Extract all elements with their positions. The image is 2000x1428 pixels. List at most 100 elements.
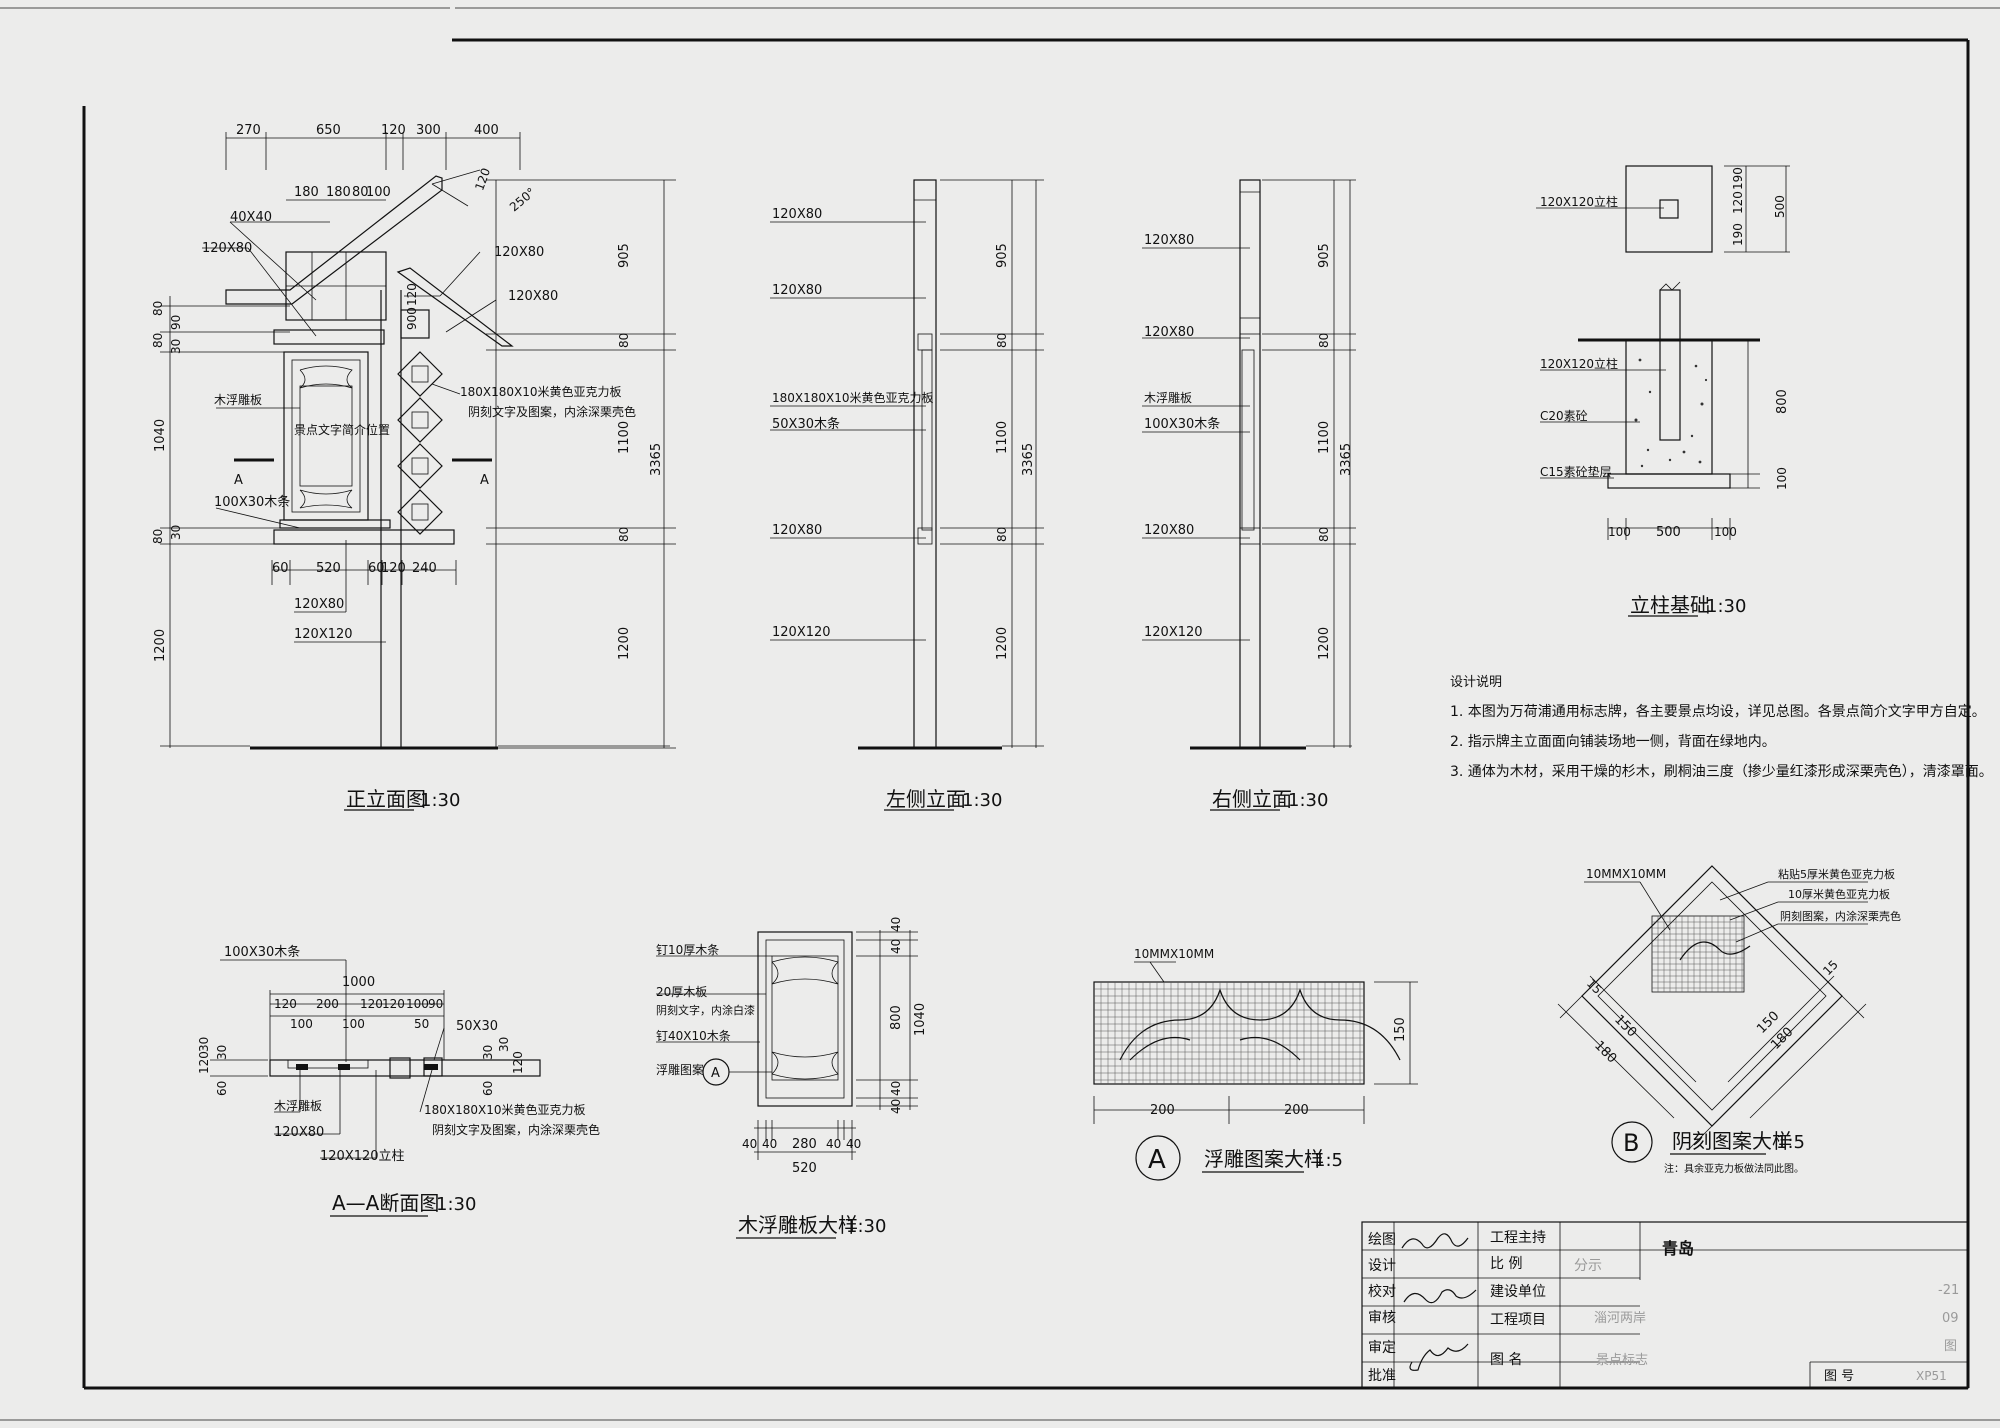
right-dim: 1100	[1317, 421, 1332, 454]
section-aa-dim: 30	[481, 1045, 495, 1060]
foundation-dim: 120	[1731, 191, 1745, 214]
front-label: 120X80	[294, 597, 344, 612]
front-elevation-scale: 1:30	[420, 790, 460, 811]
front-dim-right: 3365	[649, 443, 664, 476]
wood-panel-label: 阴刻文字，内涂白漆	[656, 1003, 755, 1017]
right-label: 120X80	[1144, 523, 1194, 538]
engrave-grid	[1652, 916, 1744, 992]
section-aa-label: 阴刻文字及图案，内涂深栗壳色	[432, 1122, 600, 1137]
front-dim-top2: 80	[352, 185, 369, 200]
section-aa-dim: 90	[428, 997, 443, 1011]
left-label: 120X80	[772, 523, 822, 538]
section-aa-dim: 120	[382, 997, 405, 1011]
front-dim-misc: 120	[405, 283, 419, 306]
section-aa-label: 100X30木条	[224, 944, 300, 960]
section-mark: A	[480, 473, 489, 488]
right-label: 120X80	[1144, 233, 1194, 248]
section-aa-label: 120X120立柱	[320, 1149, 405, 1164]
right-elevation-title: 右侧立面	[1212, 787, 1292, 811]
front-dim-right: 1100	[617, 421, 632, 454]
left-elevation-scale: 1:30	[962, 790, 1002, 811]
section-aa-dim: 120	[511, 1051, 525, 1074]
wood-panel-dim: 800	[889, 1005, 904, 1030]
title-block-left-label: 审定	[1368, 1340, 1396, 1356]
section-aa-scale: 1:30	[436, 1194, 476, 1215]
wood-panel-callout: A	[711, 1066, 720, 1081]
design-note-item: 3. 通体为木材，采用干燥的杉木，刷桐油三度（掺少量红漆形成深栗壳色），清漆罩面…	[1450, 763, 1993, 780]
title-block-mid-label: 工程项目	[1490, 1312, 1546, 1328]
wood-panel-dim: 40	[889, 1099, 903, 1114]
engrave-label: 10厚米黄色亚克力板	[1788, 887, 1890, 901]
section-aa-dim: 30	[497, 1037, 511, 1052]
wood-panel-label: 20厚木板	[656, 985, 707, 999]
foundation-label: 120X120立柱	[1540, 356, 1618, 371]
front-dim-left: 90	[169, 315, 183, 330]
title-block-mid-label: 工程主持	[1490, 1230, 1546, 1246]
front-elevation-title: 正立面图	[346, 787, 426, 811]
right-elevation-scale: 1:30	[1288, 790, 1328, 811]
foundation-label: C20素砼	[1540, 409, 1588, 423]
left-label: 120X80	[772, 283, 822, 298]
relief-grid-label: 10MMX10MM	[1134, 947, 1214, 961]
front-dim-left: 1200	[153, 629, 168, 662]
wood-panel-dim: 1040	[913, 1003, 928, 1036]
left-dim: 3365	[1021, 443, 1036, 476]
left-label: 180X180X10米黄色亚克力板	[772, 391, 934, 405]
section-aa-dim: 100	[406, 997, 429, 1011]
section-aa: 100X30木条 50X30 木浮雕板 120X80 120X120立柱 180…	[197, 944, 600, 1217]
front-dim-left: 80	[151, 301, 165, 316]
front-label: 40X40	[230, 210, 272, 225]
front-elevation: 270 650 120 300 400 180 180 80 100 120 2…	[151, 123, 676, 811]
section-aa-label: 50X30	[456, 1019, 498, 1034]
section-aa-dim: 60	[481, 1081, 495, 1096]
foundation-dim: 500	[1773, 195, 1787, 218]
left-dim: 80	[995, 527, 1009, 542]
front-label: 景点文字简介位置	[294, 422, 390, 437]
front-dim-bottom: 520	[316, 561, 341, 576]
section-aa-label: 120X80	[274, 1125, 324, 1140]
section-aa-title: A—A断面图	[332, 1191, 439, 1215]
signature	[1401, 1233, 1469, 1249]
title-block-left-label: 设计	[1368, 1258, 1396, 1274]
section-mark: A	[234, 473, 243, 488]
wood-panel-dim: 40	[846, 1137, 861, 1151]
right-dim: 905	[1317, 243, 1332, 268]
front-dim-top2: 180	[326, 185, 351, 200]
front-label: 120X80	[508, 289, 558, 304]
front-dim-left: 80	[151, 529, 165, 544]
engrave-label: 粘贴5厚米黄色亚克力板	[1778, 867, 1895, 881]
concrete-hatch	[1634, 358, 1708, 468]
section-aa-dim: 200	[316, 997, 339, 1011]
wood-panel-dim: 280	[792, 1137, 817, 1152]
front-dim-left: 1040	[153, 419, 168, 452]
left-dim: 80	[995, 333, 1009, 348]
title-block-drawing-no: XP51	[1916, 1369, 1947, 1383]
front-dim-top: 400	[474, 123, 499, 138]
title-block: 绘图 设计 校对 审核 审定 批准 工程主持 比 例 建设单位 工程项目 图 名…	[1361, 1221, 1969, 1389]
left-label: 50X30木条	[772, 416, 840, 432]
title-block-left-label: 批准	[1368, 1368, 1396, 1384]
wood-panel-label: 浮雕图案	[656, 1062, 704, 1077]
section-aa-dim: 1000	[342, 975, 375, 990]
wood-panel-dim: 40	[762, 1137, 777, 1151]
title-block-company: 青岛	[1662, 1239, 1694, 1258]
section-aa-dim: 50	[414, 1017, 429, 1031]
front-dim-top2: 100	[366, 185, 391, 200]
engrave-grid-label: 10MMX10MM	[1586, 867, 1666, 881]
section-aa-label: 180X180X10米黄色亚克力板	[424, 1103, 586, 1117]
left-label: 120X120	[772, 625, 831, 640]
front-label: 120X80	[202, 241, 252, 256]
title-block-fragment: 09	[1942, 1311, 1959, 1326]
foundation-label: C15素砼垫层	[1540, 464, 1612, 479]
wood-panel-dim: 40	[826, 1137, 841, 1151]
right-label: 100X30木条	[1144, 416, 1220, 432]
title-block-left-label: 校对	[1368, 1283, 1396, 1300]
engrave-mark: B	[1623, 1129, 1639, 1157]
foundation-label: 120X120立柱	[1540, 194, 1618, 209]
relief-title: 浮雕图案大样	[1204, 1147, 1324, 1171]
title-block-left-label: 审核	[1368, 1310, 1396, 1326]
title-block-fragment: -21	[1938, 1283, 1959, 1298]
section-aa-label: 木浮雕板	[274, 1098, 322, 1113]
signature	[1403, 1289, 1477, 1304]
front-acrylic-note: 180X180X10米黄色亚克力板	[460, 385, 622, 399]
